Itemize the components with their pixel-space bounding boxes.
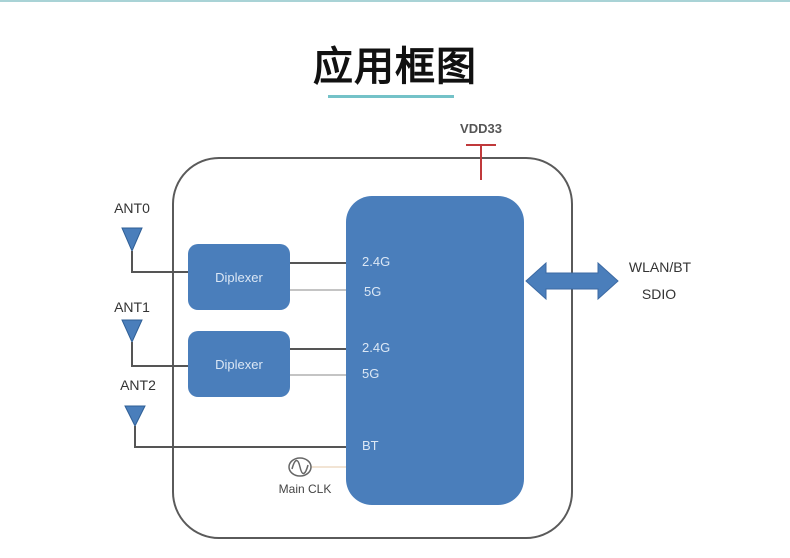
antenna-1: ANT1 bbox=[114, 299, 188, 367]
sine-wave-icon bbox=[288, 457, 312, 477]
antenna-2-label: ANT2 bbox=[120, 377, 156, 393]
port-5g-a: 5G bbox=[364, 284, 381, 299]
antenna-2-icon bbox=[124, 405, 146, 428]
host-interface: WLAN/BT SDIO bbox=[525, 259, 692, 302]
wifi-bt-chip bbox=[346, 196, 524, 505]
diplexer-1: Diplexer bbox=[188, 244, 346, 310]
interface-label-sdio: SDIO bbox=[642, 286, 676, 302]
antenna-2: ANT2 bbox=[120, 377, 346, 448]
diplexer-1-label: Diplexer bbox=[215, 270, 263, 285]
interface-label-wlan-bt: WLAN/BT bbox=[629, 259, 692, 275]
page-title: 应用框图 bbox=[313, 44, 477, 90]
antenna-0: ANT0 bbox=[114, 200, 188, 273]
port-2g4-b: 2.4G bbox=[362, 340, 390, 355]
title-underline bbox=[328, 95, 454, 98]
port-2g4-a: 2.4G bbox=[362, 254, 390, 269]
vdd33-power-pin: VDD33 bbox=[460, 121, 502, 180]
diplexer-2-label: Diplexer bbox=[215, 357, 263, 372]
module-outline bbox=[172, 157, 573, 539]
antenna-1-label: ANT1 bbox=[114, 299, 150, 315]
port-5g-b: 5G bbox=[362, 366, 379, 381]
main-clock-label: Main CLK bbox=[279, 482, 332, 496]
antenna-0-label: ANT0 bbox=[114, 200, 150, 216]
port-bt: BT bbox=[362, 438, 379, 453]
antenna-1-icon bbox=[121, 319, 143, 344]
main-clock: Main CLK bbox=[279, 457, 346, 496]
antenna-0-icon bbox=[121, 227, 143, 253]
top-border-rule bbox=[0, 0, 790, 2]
double-arrow-icon bbox=[525, 261, 619, 301]
diplexer-2: Diplexer bbox=[188, 331, 346, 397]
vdd33-label: VDD33 bbox=[460, 121, 502, 136]
